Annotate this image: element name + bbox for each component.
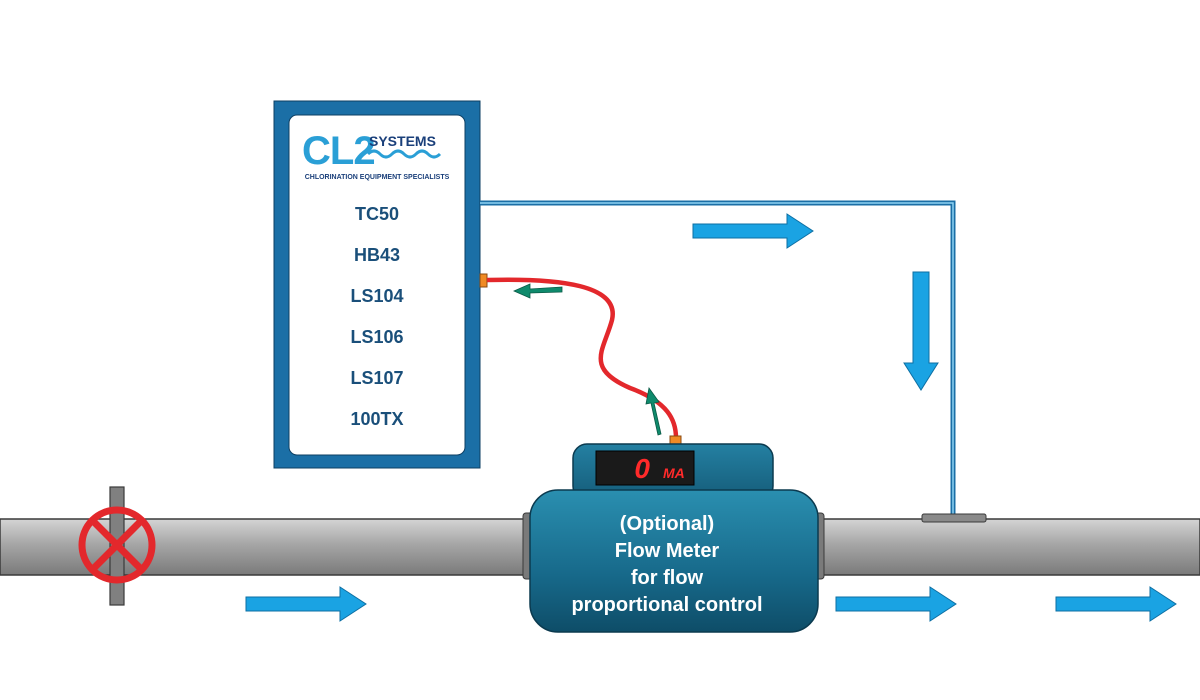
brand-systems-text: SYSTEMS — [369, 133, 436, 149]
brand-tagline-text: CHLORINATION EQUIPMENT SPECIALISTS — [305, 174, 450, 181]
signal-arrow-icon — [513, 283, 563, 299]
logo-wave — [366, 149, 442, 159]
model-item: LS107 — [350, 368, 403, 388]
model-item: LS106 — [350, 327, 403, 347]
signal-cable — [479, 273, 682, 445]
signal-arrow-icon — [645, 387, 662, 436]
brand-logo: CL2 SYSTEMS CHLORINATION EQUIPMENT SPECI… — [302, 129, 450, 181]
meter-label-line: (Optional) — [620, 513, 714, 535]
right-arrow-icon — [1055, 586, 1177, 622]
meter-label: (Optional) Flow Meter for flow proportio… — [571, 513, 762, 616]
meter-display: 0 MA — [595, 450, 695, 486]
down-arrow-icon — [903, 271, 939, 391]
model-item: LS104 — [350, 286, 403, 306]
model-item: TC50 — [355, 204, 399, 224]
closed-valve-x-icon — [78, 486, 156, 606]
brand-main-text: CL2 — [302, 129, 375, 173]
meter-label-line: proportional control — [571, 594, 762, 616]
right-arrow-icon — [835, 586, 957, 622]
model-item: HB43 — [354, 245, 400, 265]
meter-label-line: for flow — [631, 567, 704, 589]
model-list: TC50 HB43 LS104 LS106 LS107 100TX — [350, 204, 403, 429]
display-value: 0 — [634, 453, 650, 484]
display-unit: MA — [663, 465, 685, 481]
right-arrow-icon — [692, 213, 814, 249]
meter-label-line: Flow Meter — [615, 540, 720, 562]
model-item: 100TX — [350, 409, 403, 429]
controller-panel — [273, 100, 481, 469]
right-arrow-icon — [245, 586, 367, 622]
sample-line — [480, 200, 987, 523]
